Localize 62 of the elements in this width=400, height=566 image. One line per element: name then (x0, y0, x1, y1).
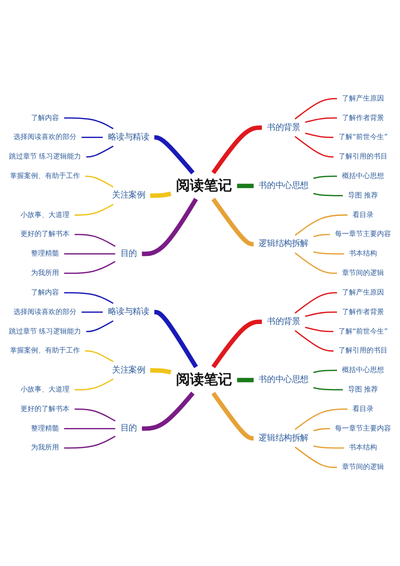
connector (294, 98, 337, 120)
connector (74, 204, 114, 216)
connector (294, 252, 337, 274)
connector (64, 117, 114, 130)
connector (305, 117, 337, 123)
connector (305, 311, 337, 317)
connector (64, 253, 116, 255)
node-text: 书的背景 (266, 122, 300, 132)
connector (294, 136, 334, 158)
connector (74, 378, 114, 390)
connector (305, 132, 334, 138)
node-text: 逻辑结构拆解 (258, 433, 308, 443)
connector (236, 184, 254, 188)
connector (313, 234, 330, 238)
node-text: 书的背景 (266, 316, 300, 326)
connector (86, 146, 114, 158)
connector (74, 408, 116, 422)
connector (153, 135, 195, 174)
node-text: 书的中心思想 (258, 181, 308, 191)
connector (211, 198, 254, 246)
connector (86, 320, 114, 332)
connector (294, 330, 334, 352)
connector (142, 198, 198, 256)
connector (64, 260, 116, 274)
connector (211, 392, 254, 441)
connector (82, 136, 103, 138)
node-text: 目的 (120, 424, 137, 434)
node-text: 书的中心思想 (258, 375, 308, 385)
connector (150, 192, 172, 198)
node-text: 略读与精读 (108, 132, 150, 142)
connector (313, 387, 343, 390)
connector (153, 310, 198, 368)
connector (236, 378, 254, 382)
connector (211, 320, 262, 368)
connector (211, 125, 262, 174)
node-text: 关注案例 (112, 365, 146, 375)
connector (294, 446, 337, 468)
connector (150, 368, 172, 374)
node-text: 目的 (120, 248, 137, 258)
connector (74, 234, 116, 247)
connector (294, 292, 337, 314)
connector (85, 176, 114, 188)
connector (82, 311, 103, 313)
connector (313, 428, 330, 432)
connector (64, 428, 116, 430)
node-text: 阅读笔记 (176, 372, 232, 388)
connector (313, 176, 337, 179)
node-text: 逻辑结构拆解 (258, 239, 308, 249)
connector (64, 292, 114, 304)
connector (313, 251, 344, 255)
connector (313, 445, 344, 449)
node-text: 关注案例 (112, 190, 146, 200)
connector (313, 192, 343, 196)
node-text: 略读与精读 (108, 307, 150, 317)
connector (142, 392, 195, 431)
connector (305, 326, 334, 332)
connector (64, 436, 116, 449)
connector (294, 408, 348, 430)
connector (313, 370, 337, 374)
node-text: 阅读笔记 (176, 178, 232, 194)
connector (294, 214, 348, 236)
connector (85, 350, 114, 362)
